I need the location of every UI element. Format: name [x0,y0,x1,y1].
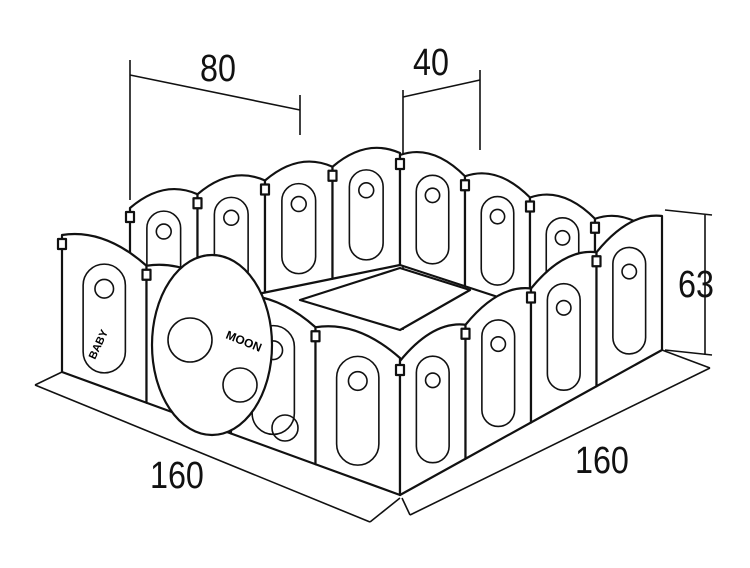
dimension-label-40: 40 [413,42,449,84]
front-right-wall-porthole [490,336,507,353]
front-left-wall-porthole [94,278,115,299]
dim-160-left-ext-b [369,497,401,523]
front-right-wall-panel [595,214,664,388]
back-right-wall-porthole [554,229,571,246]
front-right-wall-clip [525,291,537,304]
back-left-wall-porthole [155,223,172,240]
back-left-wall-rocket-shape [281,182,317,275]
back-right-wall-clip [524,200,536,213]
back-right-wall-clip [459,179,471,192]
back-right-wall-rocket-shape [415,174,450,265]
front-right-wall-rocket-shape [546,282,581,391]
front-left-wall-rocket-shape [335,355,380,466]
front-right-wall-rocket-shape [415,355,450,464]
back-left-wall-porthole [290,195,307,213]
front-left-wall-rocket-shape [82,263,127,374]
dim-160-left-ext-a [34,371,63,386]
back-right-wall-panel [398,151,467,288]
dim-63-bottom-extension [664,349,713,356]
front-right-wall-porthole [621,263,638,280]
front-right-wall-rocket-shape [481,319,516,428]
back-left-wall-porthole [223,209,240,226]
dimension-label-80: 80 [200,48,236,90]
back-left-wall-clip [259,183,271,196]
toy-ring [271,414,299,442]
back-right-wall-clip [589,221,601,234]
front-left-wall-porthole [347,370,368,392]
dimension-label-160-left: 160 [150,455,204,497]
dim-63-top-extension [664,209,713,216]
dimension-lines [34,60,713,523]
front-left-wall-clip [56,237,68,251]
dim-160-right-line [409,367,711,516]
back-right-wall-porthole [424,187,441,204]
back-right-wall-porthole [489,208,506,225]
front-right-wall-clip [394,363,406,377]
dim-160-right-ext-b [661,349,711,369]
front-left-wall-panel [60,233,148,404]
front-right-wall-porthole [424,372,441,389]
front-right-wall-porthole [555,299,572,316]
dimension-label-160-right: 160 [575,440,629,482]
floor [298,266,472,332]
back-left-wall-rocket-shape [348,169,384,261]
dim-40-line [402,79,481,98]
front-right-wall-rocket-shape [612,246,647,355]
back-left-wall-porthole [358,182,375,199]
back-right-wall-clip [394,157,406,171]
front-right-wall-panel [464,287,533,460]
door-hole-large [167,317,213,363]
front-right-wall-panel [529,250,598,424]
front-right-wall-clip [591,255,602,268]
front-left-wall-clip [310,330,321,343]
dimension-label-63: 63 [678,264,714,306]
dim-160-left-line [34,384,371,523]
dim-160-right-ext-a [401,497,411,516]
front-left-wall-clip [141,268,152,281]
front-right-wall-panel [398,323,467,497]
back-right-wall-rocket-shape [480,195,515,286]
dim-80-line [129,74,301,111]
door-hole-small [222,367,258,403]
front-right-wall-clip [460,327,471,340]
back-left-wall-clip [327,169,338,182]
back-left-wall-clip [192,197,203,210]
front-left-wall-panel [314,325,402,497]
back-left-wall-clip [124,210,136,224]
